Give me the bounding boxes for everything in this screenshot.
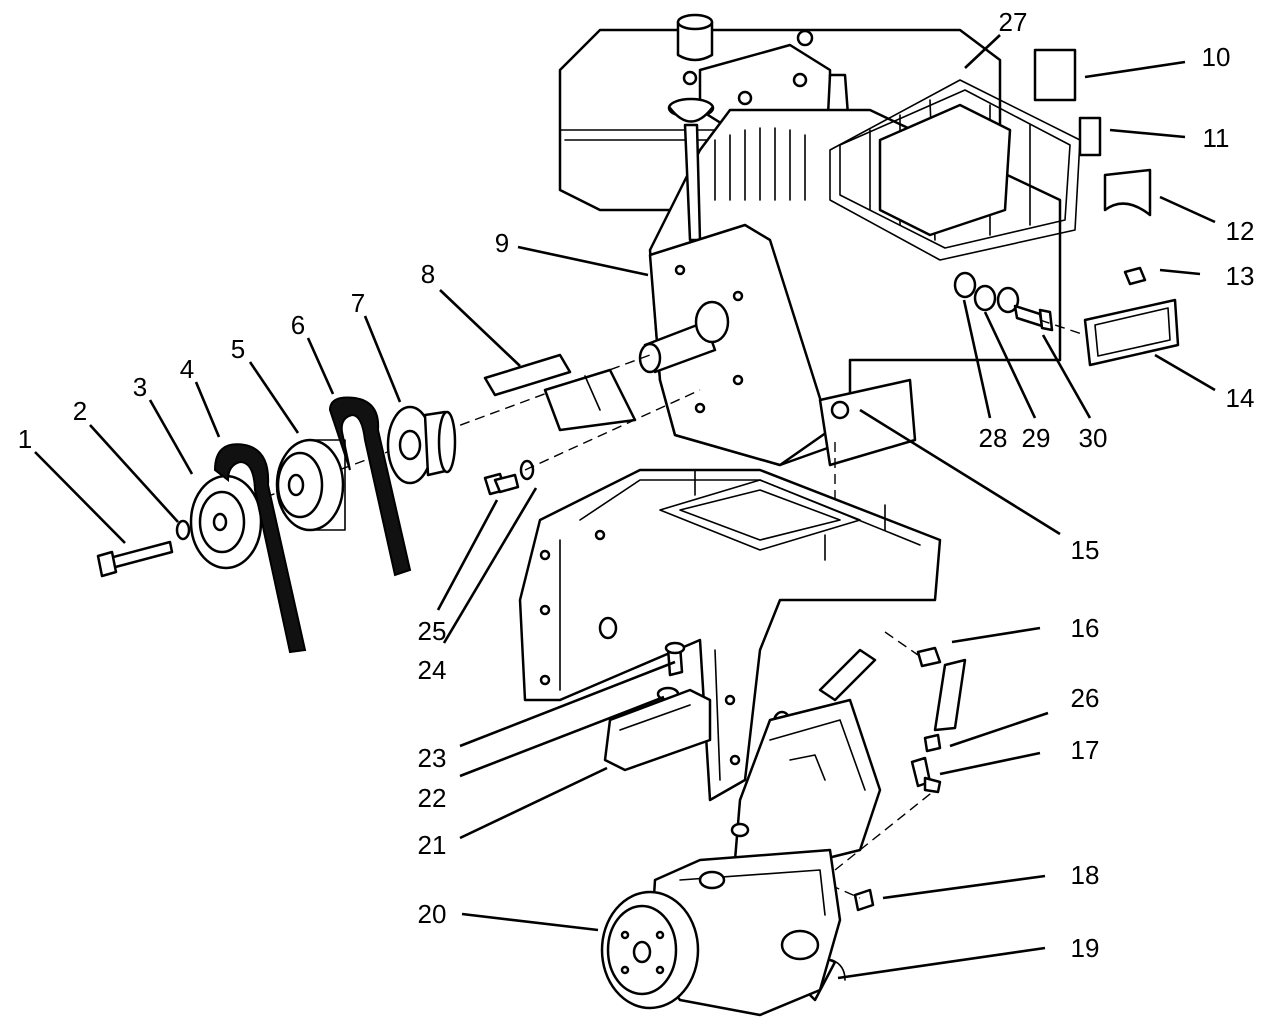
callout-10: 10: [1202, 42, 1231, 72]
callout-22: 22: [418, 783, 447, 813]
exhaust-grille-and-screw: [1039, 266, 1180, 367]
leader-2: [89, 424, 179, 523]
mount-bracket-21-23: [603, 641, 712, 772]
leader-18: [882, 874, 1046, 900]
bolt-and-washer-24-25: [483, 389, 701, 496]
leader-26: [949, 711, 1049, 748]
leader-29: [983, 311, 1037, 419]
callout-5: 5: [231, 334, 245, 364]
engine-illustration: [558, 13, 1081, 467]
callout-12: 12: [1226, 216, 1255, 246]
gearbox-assembly: [600, 698, 936, 1017]
decals: [1033, 48, 1152, 217]
callout-26: 26: [1071, 683, 1100, 713]
callout-16: 16: [1071, 613, 1100, 643]
leader-8: [439, 289, 521, 367]
callout-17: 17: [1071, 735, 1100, 765]
callout-8: 8: [421, 259, 435, 289]
leader-lines: [34, 34, 1216, 980]
leader-20: [461, 912, 599, 932]
belt-guide-bracket: [483, 353, 637, 432]
callout-21: 21: [418, 830, 447, 860]
callout-28: 28: [979, 423, 1008, 453]
leader-21: [459, 766, 608, 840]
callout-labels: 1 2 3 4 5 6 7 8 9 10 11 12 13 14 15 16 1…: [18, 7, 1255, 963]
leader-4: [194, 381, 221, 438]
callout-15: 15: [1071, 535, 1100, 565]
callout-29: 29: [1022, 423, 1051, 453]
pulley-assembly: [96, 354, 651, 654]
callout-7: 7: [351, 288, 365, 318]
callout-20: 20: [418, 899, 447, 929]
callout-11: 11: [1203, 123, 1230, 153]
leader-17: [939, 751, 1041, 776]
leader-7: [363, 315, 402, 403]
leader-11: [1109, 128, 1186, 139]
leader-22: [459, 695, 665, 778]
leader-30: [1041, 334, 1092, 419]
leader-25: [436, 499, 499, 611]
leader-5: [248, 361, 300, 434]
leader-16: [951, 626, 1041, 644]
callout-9: 9: [495, 228, 509, 258]
callout-13: 13: [1226, 261, 1255, 291]
callout-19: 19: [1071, 933, 1100, 963]
callout-24: 24: [418, 655, 447, 685]
leader-6: [306, 337, 335, 395]
leader-15: [859, 408, 1061, 536]
leader-27: [964, 34, 1001, 69]
leader-19: [837, 946, 1046, 980]
callout-30: 30: [1079, 423, 1108, 453]
callout-4: 4: [180, 354, 194, 384]
leader-13: [1159, 268, 1201, 276]
callout-23: 23: [418, 743, 447, 773]
leader-14: [1154, 353, 1216, 392]
callout-6: 6: [291, 310, 305, 340]
callout-27: 27: [999, 7, 1028, 37]
callout-2: 2: [73, 396, 87, 426]
callout-18: 18: [1071, 860, 1100, 890]
callout-1: 1: [18, 424, 32, 454]
callout-3: 3: [133, 372, 147, 402]
leader-9: [517, 245, 649, 277]
leader-28: [962, 299, 992, 419]
leader-24: [442, 487, 538, 644]
leader-1: [34, 451, 126, 544]
leader-23: [459, 660, 676, 748]
leader-12: [1159, 195, 1216, 224]
leader-10: [1084, 60, 1186, 79]
frame-plate: [518, 440, 942, 802]
leader-3: [148, 399, 194, 475]
callout-25: 25: [418, 616, 447, 646]
callout-14: 14: [1226, 383, 1255, 413]
